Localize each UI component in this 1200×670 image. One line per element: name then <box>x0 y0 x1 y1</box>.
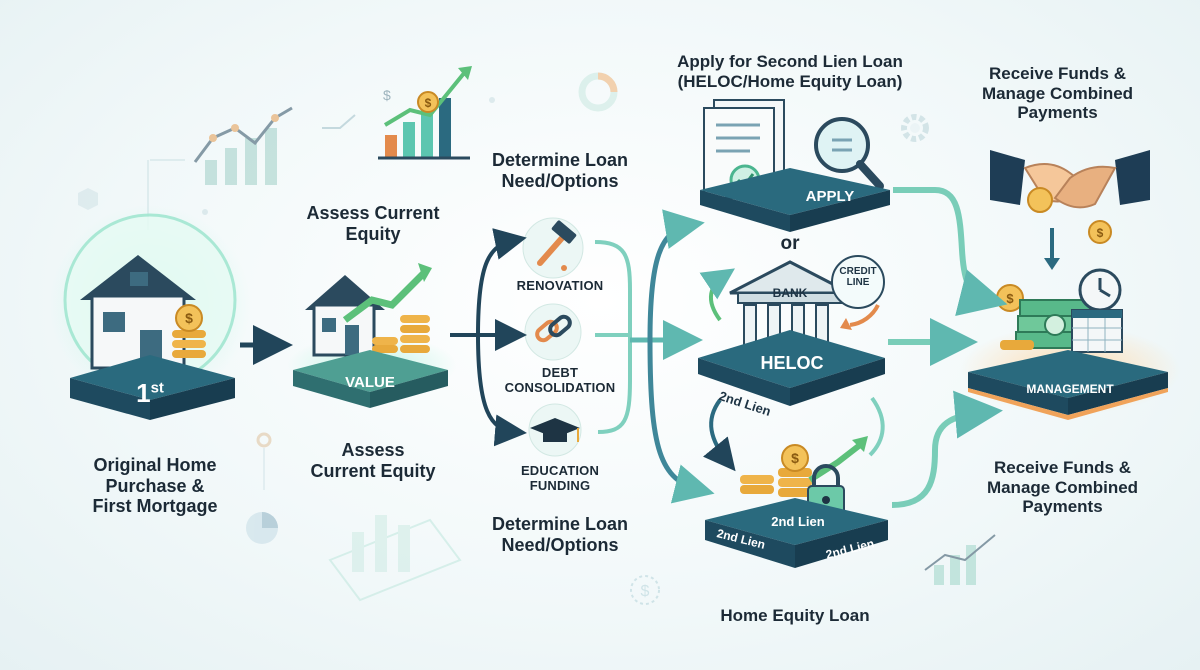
home-equity-lien-label-center: 2nd Lien <box>771 514 825 529</box>
svg-text:$: $ <box>185 310 193 326</box>
coin-stack-icon: $ <box>172 304 206 358</box>
house-growth-icon <box>305 263 432 357</box>
small-bar-chart-icon <box>924 534 996 585</box>
home-equity-coins-icon: $ <box>740 436 868 497</box>
chain-link-icon <box>524 303 582 361</box>
growth-bar-chart-icon: $ $ <box>378 66 472 160</box>
first-mortgage-badge: 1st <box>110 378 190 409</box>
pie-chart-icon <box>246 512 278 544</box>
value-platform-label: VALUE <box>345 374 395 391</box>
receive-funds-group: $ $ <box>960 150 1180 420</box>
original-home-label: Original Home Purchase & First Mortgage <box>92 455 218 517</box>
svg-text:$: $ <box>1006 291 1014 306</box>
management-platform-label: MANAGEMENT <box>1026 382 1114 396</box>
receive-funds-caption: Receive Funds & Manage Combined Payments <box>986 458 1139 517</box>
original-home-group: $ <box>50 205 250 420</box>
house-icon <box>80 255 196 370</box>
donut-chart-icon <box>578 72 618 112</box>
assess-equity-group: $ $ <box>287 66 472 408</box>
option-debt-consolidation-label: DEBT CONSOLIDATION <box>504 365 616 395</box>
cycle-arrow-heloc-down <box>702 398 736 472</box>
svg-text:$: $ <box>383 87 391 103</box>
badge-number: 1 <box>136 378 151 408</box>
home-equity-loan-caption: Home Equity Loan <box>720 606 870 625</box>
option-renovation-label: RENOVATION <box>516 278 604 293</box>
assess-equity-title: Assess Current Equity <box>306 203 440 244</box>
management-platform <box>968 350 1168 420</box>
arrow-apply-to-receive <box>893 187 1008 316</box>
small-line-chart-icon <box>193 106 293 185</box>
svg-text:$: $ <box>425 96 432 110</box>
home-equity-platform <box>705 498 888 568</box>
cube-icon <box>78 188 98 210</box>
apply-group: $ <box>698 99 890 568</box>
credit-line-cycle-icon <box>831 255 885 330</box>
money-calendar-clock-icon: $ <box>996 268 1123 353</box>
first-platform <box>70 355 235 420</box>
arrow-to-education <box>476 334 527 447</box>
badge-suffix: st <box>150 379 164 397</box>
option-education-funding-label: EDUCATION FUNDING <box>520 463 600 493</box>
wireframe-chart-icon <box>328 515 462 602</box>
svg-text:$: $ <box>641 583 650 600</box>
determine-loan-title: Determine Loan Need/Options <box>491 150 629 191</box>
apply-platform-label: APPLY <box>805 188 855 205</box>
heloc-platform-label: HELOC <box>760 353 824 373</box>
graduation-cap-icon <box>528 403 582 457</box>
dollar-circle-icon: $ <box>630 575 660 605</box>
background-decor: $ <box>78 72 996 605</box>
gear-icon <box>901 114 929 142</box>
determine-loan-caption: Determine Loan Need/Options <box>491 514 629 555</box>
assess-equity-caption: Assess Current Equity <box>310 440 436 481</box>
svg-text:$: $ <box>791 450 799 466</box>
apply-platform <box>700 168 890 232</box>
arrow-to-apply-doc <box>647 209 705 341</box>
cycle-arrow-left <box>699 268 735 322</box>
cycle-arrow-right <box>868 396 885 457</box>
loan-options-group <box>522 217 584 457</box>
flow-arrows <box>240 187 1008 508</box>
bank-label: BANK <box>772 286 808 300</box>
or-separator: or <box>780 233 800 254</box>
handshake-icon: $ <box>990 150 1150 270</box>
svg-text:$: $ <box>1097 226 1104 240</box>
heloc-platform <box>698 330 885 406</box>
receive-funds-title: Receive Funds & Manage Combined Payments <box>981 64 1134 123</box>
apply-second-lien-title: Apply for Second Lien Loan (HELOC/Home E… <box>677 52 903 91</box>
arrow-to-home-equity <box>647 339 715 504</box>
credit-line-label: CREDIT LINE <box>839 266 877 288</box>
coin-stack-icon <box>372 315 430 353</box>
arrow-to-renovation <box>476 228 527 336</box>
hammer-icon <box>522 217 584 279</box>
arrow-home-equity-to-receive <box>891 390 1003 508</box>
value-platform <box>293 350 448 408</box>
